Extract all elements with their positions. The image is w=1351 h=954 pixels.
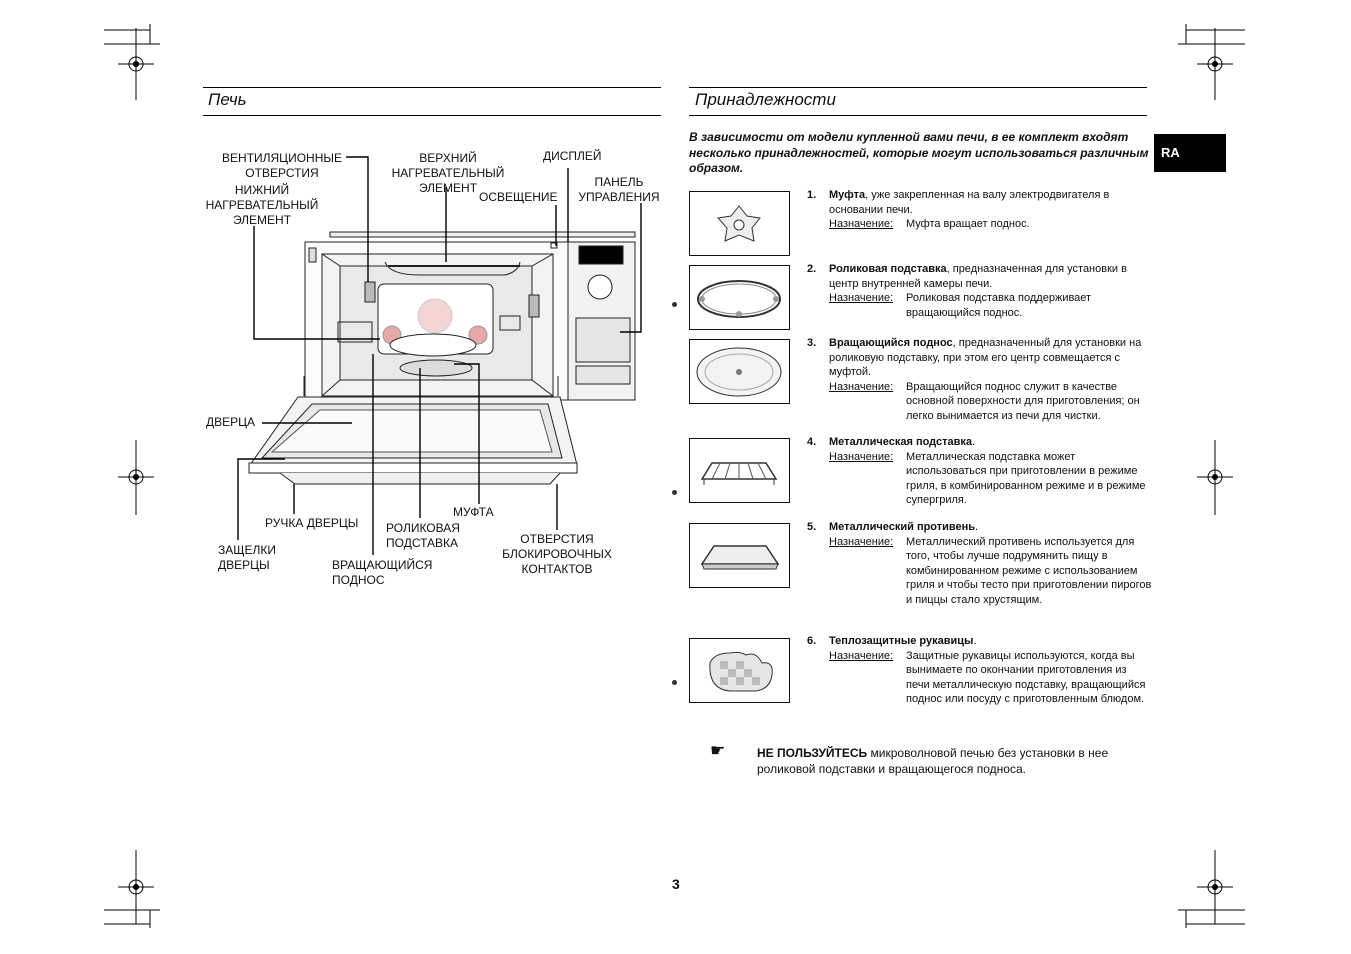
language-tab: RA — [1154, 134, 1226, 172]
oven-diagram — [237, 156, 642, 555]
left-title-rule-bottom — [203, 115, 661, 116]
accessory-item: 5. Металлический противень. Назначение:М… — [807, 521, 1152, 606]
margin-dot — [672, 680, 677, 685]
roller-ring-icon — [689, 265, 790, 330]
accessory-item: 4. Металлическая подставка. Назначение:М… — [807, 436, 1146, 506]
baking-tray-icon — [689, 523, 790, 588]
metal-rack-icon — [689, 438, 790, 503]
right-title-rule-top — [689, 87, 1147, 88]
oven-mitt-icon — [689, 638, 790, 703]
label-door-handle: РУЧКА ДВЕРЦЫ — [265, 516, 359, 530]
left-title-rule-top — [203, 87, 661, 88]
label-coupler: МУФТА — [453, 505, 494, 519]
accessory-item: 3. Вращающийся поднос, предназначенный д… — [807, 337, 1142, 422]
label-light: ОСВЕЩЕНИЕ — [479, 190, 558, 204]
coupler-icon — [689, 191, 790, 256]
right-title-rule-bottom — [689, 115, 1147, 116]
page-number: 3 — [672, 876, 680, 892]
warning-note: НЕ ПОЛЬЗУЙТЕСЬ микроволновой печью без у… — [757, 746, 1109, 776]
label-display: ДИСПЛЕЙ — [543, 149, 602, 163]
accessory-item: 1. Муфта, уже закрепленная на валу элект… — [807, 189, 1110, 230]
right-section-title: Принадлежности — [695, 90, 836, 109]
accessories-intro: В зависимости от модели купленной вами п… — [689, 130, 1149, 175]
accessory-item: 6. Теплозащитные рукавицы. Назначение:За… — [807, 635, 1146, 705]
pointing-hand-icon: ☛ — [710, 741, 726, 760]
label-door: ДВЕРЦА — [206, 415, 256, 429]
accessory-item: 2. Роликовая подставка, предназначенная … — [807, 263, 1127, 319]
margin-dot — [672, 302, 677, 307]
margin-dot — [672, 490, 677, 495]
left-section-title: Печь — [208, 90, 247, 109]
turntable-icon — [689, 339, 790, 404]
